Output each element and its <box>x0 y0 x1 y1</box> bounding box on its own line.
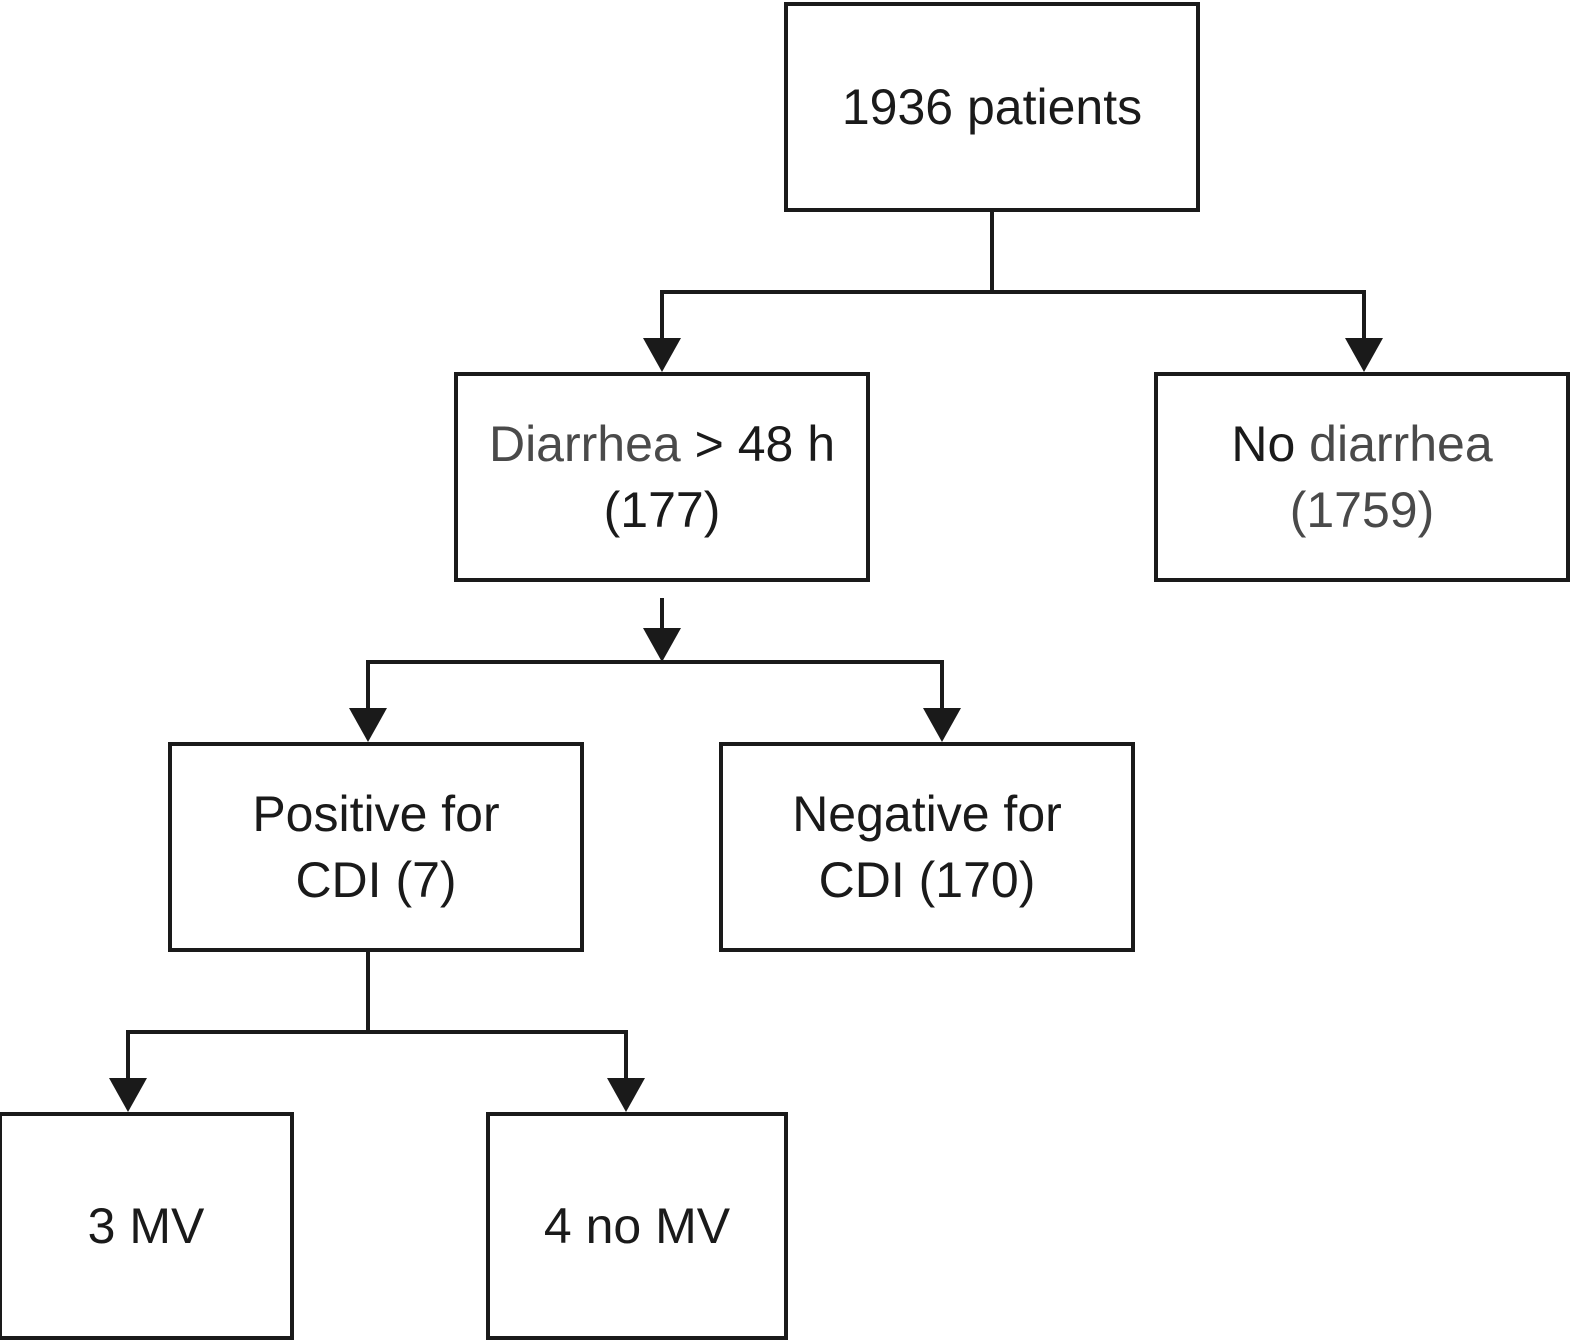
node-diarrhea-count: (177) <box>603 482 721 538</box>
node-negative-cdi: Negative for CDI (170) <box>719 742 1135 952</box>
node-diarrhea-label-a: Diarrhea <box>488 416 681 472</box>
node-positive-cdi: Positive for CDI (7) <box>168 742 584 952</box>
node-mv-label: 3 MV <box>87 1198 205 1254</box>
node-no-diarrhea-label-b: diarrhea <box>1295 416 1493 472</box>
node-no-diarrhea-count: (1759) <box>1289 482 1435 538</box>
node-no-mv: 4 no MV <box>486 1112 788 1340</box>
arrowhead-positive <box>349 708 387 742</box>
node-mv: 3 MV <box>0 1112 294 1340</box>
arrowhead-mv <box>109 1078 147 1112</box>
node-diarrhea-label-b: > 48 h <box>680 416 836 472</box>
node-negative-cdi-count: CDI (170) <box>818 852 1036 908</box>
node-no-diarrhea-label-a: No <box>1231 416 1296 472</box>
node-total-patients-label: 1936 patients <box>841 79 1143 135</box>
node-no-diarrhea: No diarrhea (1759) <box>1154 372 1570 582</box>
node-positive-cdi-label: Positive for <box>252 786 500 842</box>
arrowhead-no-diarrhea <box>1345 338 1383 372</box>
node-negative-cdi-label: Negative for <box>792 786 1062 842</box>
arrowhead-diarrhea-stem <box>643 628 681 662</box>
arrowhead-diarrhea <box>643 338 681 372</box>
node-diarrhea: Diarrhea > 48 h (177) <box>454 372 870 582</box>
node-positive-cdi-count: CDI (7) <box>295 852 457 908</box>
arrowhead-no-mv <box>607 1078 645 1112</box>
node-total-patients: 1936 patients <box>784 2 1200 212</box>
arrowhead-negative <box>923 708 961 742</box>
node-no-mv-label: 4 no MV <box>543 1198 731 1254</box>
